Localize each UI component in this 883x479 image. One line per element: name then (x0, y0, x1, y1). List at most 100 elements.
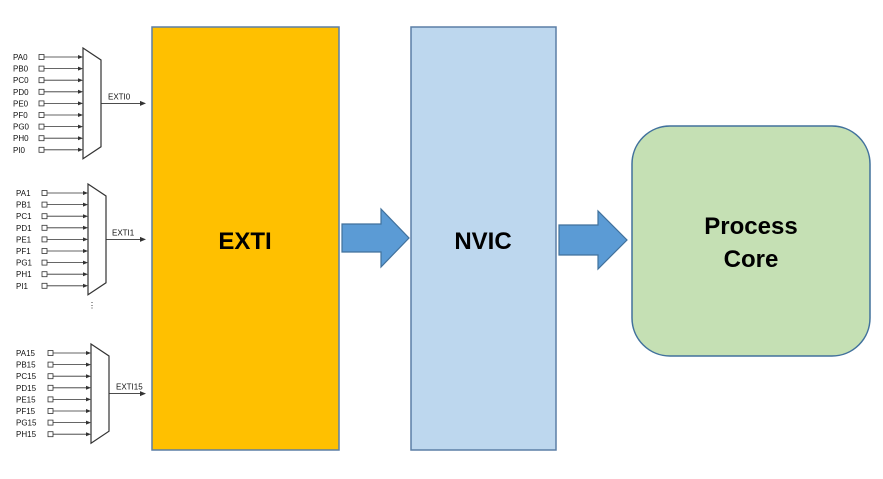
pin-box (47, 373, 54, 380)
pin-arrowhead (78, 89, 83, 94)
pin-arrowhead (86, 432, 91, 437)
pin-label: PA15 (16, 349, 36, 358)
pin-label: PH1 (16, 270, 32, 279)
pin-box (41, 259, 48, 266)
pin-arrowhead (78, 124, 83, 129)
mux-output-label: EXTI15 (116, 383, 143, 392)
pin-arrowhead (83, 283, 88, 288)
gpio-mux-group: PA0PB0PC0PD0PE0PF0PG0PH0PI0EXTI0PA1PB1PC… (13, 46, 146, 445)
pin-label: PE0 (13, 99, 29, 108)
pin-label: PD15 (16, 384, 37, 393)
nvic-block (410, 26, 557, 451)
mux-output-arrowhead (140, 100, 146, 106)
pin-label: PE15 (16, 395, 36, 404)
pin-label: PB15 (16, 361, 36, 370)
pin-arrowhead (86, 374, 91, 379)
pin-box (38, 77, 45, 84)
pin-box (41, 236, 48, 243)
mux-symbol (82, 46, 102, 160)
pin-label: PA0 (13, 53, 28, 62)
pin-box (38, 112, 45, 118)
pin-arrowhead (86, 409, 91, 413)
pin-arrowhead (86, 362, 91, 367)
mux-symbol (87, 182, 107, 296)
pin-label: PI1 (16, 282, 29, 291)
exti-label: EXTI (218, 228, 271, 255)
pin-box (47, 384, 54, 391)
pin-box (41, 248, 48, 254)
pin-box (47, 350, 54, 356)
pin-label: PA1 (16, 189, 31, 198)
pin-label: PD0 (13, 88, 29, 97)
pin-box (38, 100, 45, 107)
pin-arrowhead (78, 78, 83, 83)
pin-box (38, 146, 45, 153)
pin-arrowhead (78, 113, 83, 117)
pin-box (47, 431, 54, 438)
pin-arrowhead (86, 351, 91, 355)
pin-arrowhead (86, 397, 91, 402)
pin-arrowhead (78, 147, 83, 152)
pin-arrowhead (78, 101, 83, 106)
pin-box (38, 54, 45, 60)
pin-label: PC15 (16, 372, 37, 381)
pin-label: PG15 (16, 419, 37, 428)
pin-arrowhead (83, 214, 88, 219)
pin-arrowhead (83, 191, 88, 195)
pin-label: PF0 (13, 111, 28, 120)
pin-arrowhead (83, 272, 88, 277)
mux-output-label: EXTI1 (112, 228, 135, 237)
pin-box (38, 65, 45, 72)
pin-arrowhead (78, 136, 83, 141)
pin-arrowhead (78, 66, 83, 71)
mux-output-arrowhead (140, 236, 146, 242)
pin-arrowhead (83, 202, 88, 207)
pin-box (47, 361, 54, 368)
mux-output-arrowhead (140, 391, 146, 397)
pin-label: PF1 (16, 247, 31, 256)
pin-label: PD1 (16, 224, 32, 233)
pin-box (47, 396, 54, 403)
pin-label: PG0 (13, 123, 30, 132)
pin-box (47, 419, 54, 426)
pin-box (38, 135, 45, 142)
pin-label: PC1 (16, 212, 32, 221)
pin-label: PI0 (13, 146, 26, 155)
process-core-label-line1: Process (704, 213, 797, 240)
pin-box (38, 88, 45, 95)
pin-box (41, 282, 48, 289)
pin-box (41, 213, 48, 220)
pin-arrowhead (83, 249, 88, 253)
pin-arrowhead (83, 260, 88, 265)
pin-arrowhead (86, 385, 91, 390)
pin-arrowhead (83, 225, 88, 230)
pin-label: PG1 (16, 259, 33, 268)
pin-box (41, 190, 48, 196)
pin-label: PE1 (16, 235, 32, 244)
pin-label: PH15 (16, 430, 37, 439)
pin-arrowhead (78, 55, 83, 59)
process-core-block (631, 125, 871, 357)
pin-arrowhead (83, 237, 88, 242)
pin-box (41, 201, 48, 208)
pin-box (41, 224, 48, 231)
pin-label: PB1 (16, 201, 32, 210)
arrow-exti-to-nvic (341, 207, 410, 269)
pin-arrowhead (86, 420, 91, 425)
pin-box (41, 271, 48, 278)
ellipsis-mark: ⋮ (88, 301, 96, 310)
pin-box (47, 408, 54, 414)
pin-label: PC0 (13, 76, 29, 85)
pin-label: PH0 (13, 134, 29, 143)
process-core-label-line2: Core (724, 246, 779, 273)
pin-label: PF15 (16, 407, 36, 416)
nvic-label: NVIC (454, 228, 511, 255)
mux-output-label: EXTI0 (108, 92, 131, 101)
pin-box (38, 123, 45, 130)
arrow-nvic-to-core (558, 209, 628, 271)
mux-symbol (90, 342, 110, 445)
